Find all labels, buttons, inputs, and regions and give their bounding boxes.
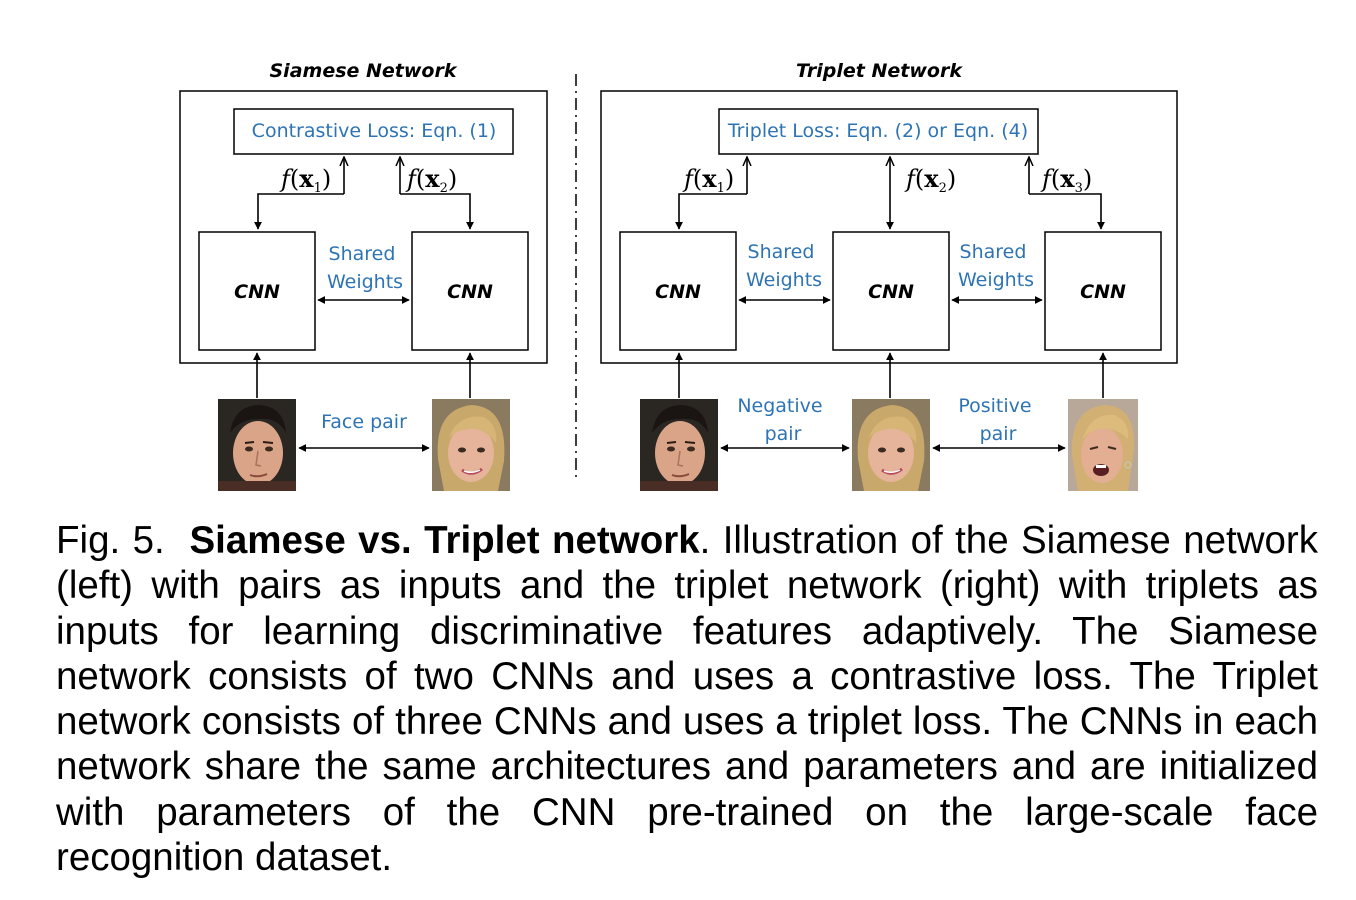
negative-pair-label: Negative pair: [737, 395, 828, 445]
triplet-loss-label: Triplet Loss: Eqn. (2) or Eqn. (4): [727, 120, 1028, 142]
triplet-embedding-3-arrow-down: [1029, 193, 1105, 230]
siamese-cnn-2-label: CNN: [447, 281, 493, 303]
siamese-cnn-1: [198, 231, 316, 351]
siamese-triplet-diagram: Siamese Network Contrastive Loss: Eqn. (…: [179, 60, 1178, 491]
siamese-shared-weights-label: Shared Weights: [327, 243, 403, 293]
siamese-cnn-2: [411, 231, 529, 351]
triplet-face-male-image: [640, 399, 718, 491]
triplet-cnn-2-label: CNN: [868, 281, 914, 303]
triplet-embedding-1: f(x1): [682, 164, 734, 196]
triplet-loss-box: [718, 108, 1039, 155]
siamese-embedding-2: f(x2): [405, 164, 457, 196]
positive-pair-label: Positive pair: [958, 395, 1037, 445]
figure-caption-text: . Illustration of the Siamese network (l…: [56, 519, 1318, 880]
siamese-cnn-1-label: CNN: [234, 281, 280, 303]
triplet-shared-weights-label-2: Shared Weights: [958, 241, 1034, 291]
triplet-title: Triplet Network: [796, 60, 963, 82]
triplet-face-female-shouting-image: [1068, 399, 1138, 491]
contrastive-loss-label: Contrastive Loss: Eqn. (1): [252, 120, 497, 142]
triplet-cnn-3-label: CNN: [1080, 281, 1126, 303]
triplet-shared-weights-label-1: Shared Weights: [746, 241, 822, 291]
siamese-embedding-1-arrow-down: [254, 193, 344, 230]
triplet-embedding-2: f(x2): [904, 164, 956, 196]
siamese-embedding-1: f(x1): [279, 164, 331, 196]
siamese-title: Siamese Network: [270, 60, 458, 82]
triplet-cnn-1: [619, 231, 737, 351]
triplet-cnn-1-label: CNN: [655, 281, 701, 303]
face-female-image: [432, 399, 510, 491]
triplet-embedding-3: f(x3): [1040, 164, 1092, 196]
figure-caption: Fig. 5. Siamese vs. Triplet network. Ill…: [56, 518, 1318, 880]
triplet-cnn-2: [832, 231, 950, 351]
face-male-image: [218, 399, 296, 491]
triplet-cnn-3: [1044, 231, 1162, 351]
figure-label: Fig. 5.: [56, 519, 165, 562]
face-pair-label: Face pair: [321, 411, 407, 433]
triplet-face-female-image: [852, 399, 930, 491]
triplet-frame: [600, 90, 1178, 364]
figure-caption-title: Siamese vs. Triplet network: [189, 519, 700, 562]
siamese-embedding-2-arrow-down: [400, 193, 474, 230]
triplet-embedding-1-arrow-down: [675, 193, 747, 230]
siamese-frame: [179, 90, 548, 364]
contrastive-loss-box: [233, 108, 514, 155]
